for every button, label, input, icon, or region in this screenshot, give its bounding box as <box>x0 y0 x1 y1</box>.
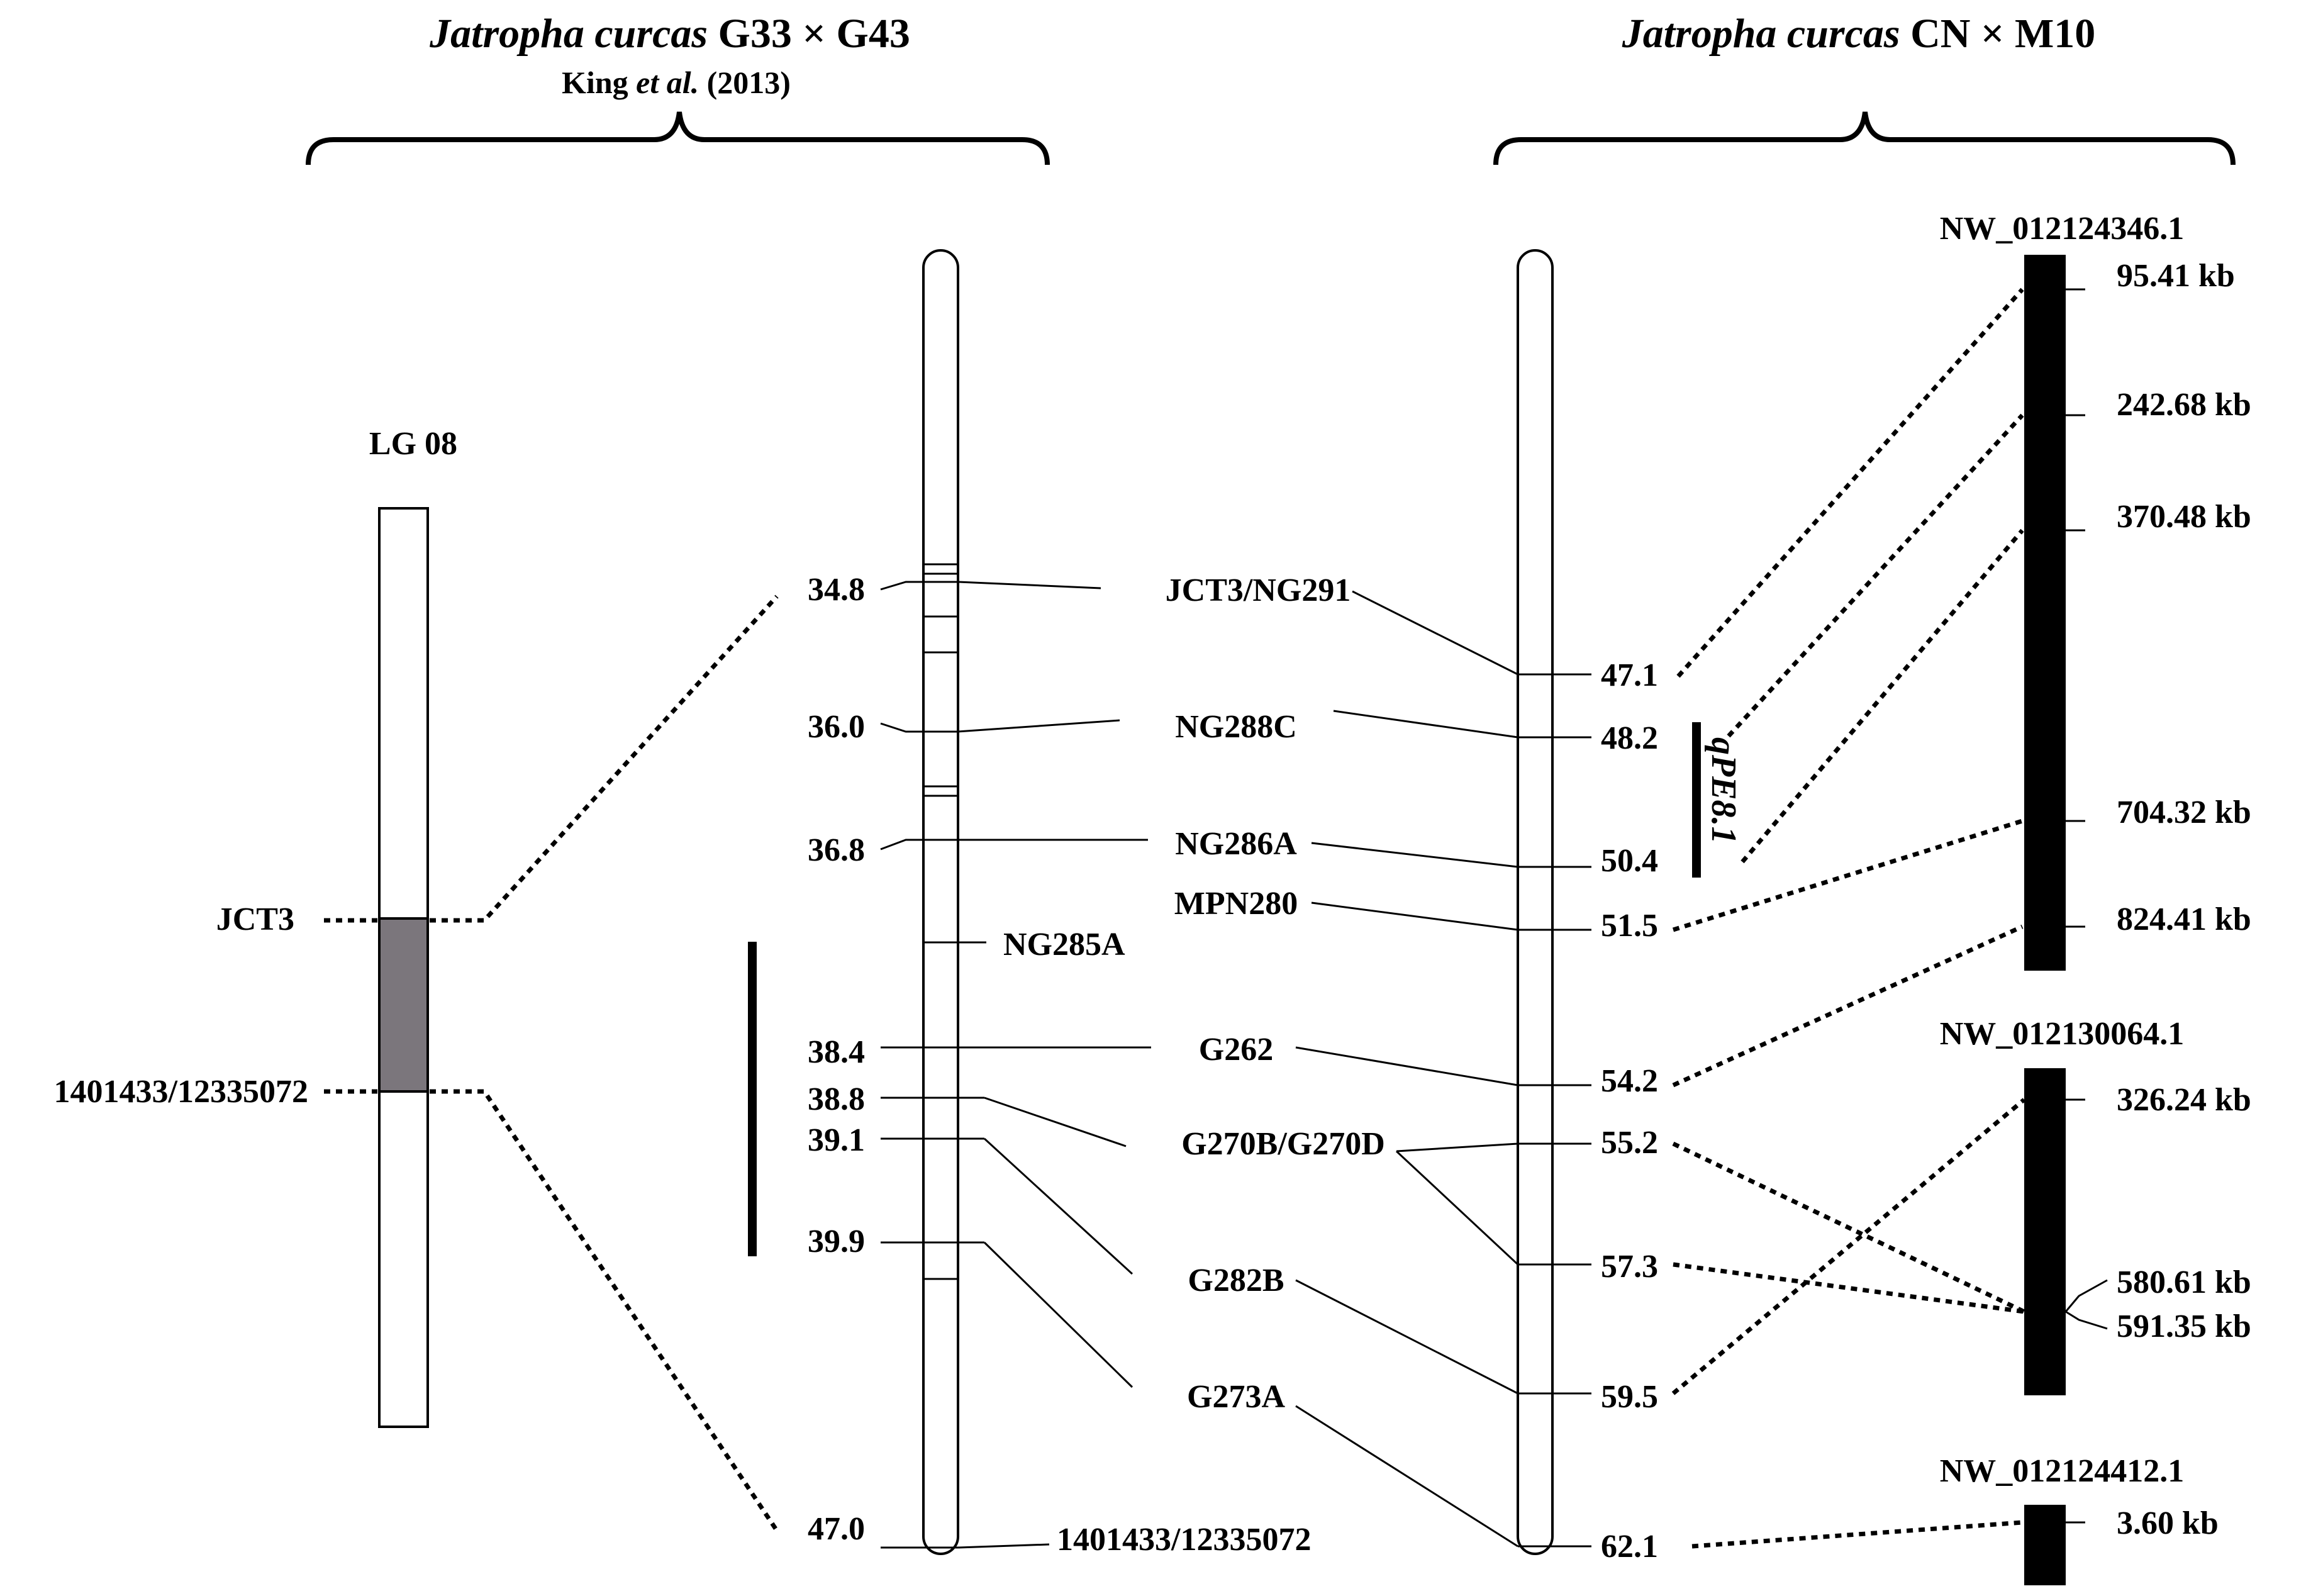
scaffold-1-pos-1: 95.41 kb <box>2117 258 2235 294</box>
cn-pos-55.2: 55.2 <box>1601 1125 1658 1161</box>
g33-pos-34.8: 34.8 <box>808 572 865 608</box>
lg08-to-47.0-dots <box>430 1089 779 1532</box>
left-brace <box>306 111 1050 165</box>
lg08-to-34.8-dots <box>430 594 779 923</box>
cn-pos-50.4: 50.4 <box>1601 843 1658 879</box>
lg08-marker-jct3: JCT3 <box>216 901 294 937</box>
scaffold-1-bar <box>2024 255 2066 971</box>
scaffold-2-pos-1: 326.24 kb <box>2117 1082 2251 1118</box>
scaffold-2-pos-3: 591.35 kb <box>2117 1309 2251 1344</box>
cn-qtl-label: qPE8.1 <box>1704 737 1743 844</box>
lg08-highlight-region <box>378 917 429 1093</box>
scaffold-3-pos-1: 3.60 kb <box>2117 1505 2219 1541</box>
g33-ticks <box>923 563 958 1280</box>
marker-ng285a: NG285A <box>1003 927 1125 963</box>
g33-pos-47.0: 47.0 <box>808 1511 865 1547</box>
scaffold-1-pos-4: 704.32 kb <box>2117 795 2251 830</box>
marker-1401433: 1401433/12335072 <box>1057 1522 1311 1558</box>
scaffold-1-pos-2: 242.68 kb <box>2117 387 2251 423</box>
cn-scaffold-connections <box>1671 287 2026 1549</box>
g33-pos-39.9: 39.9 <box>808 1224 865 1259</box>
scaffold-3-name: NW_012124412.1 <box>1940 1453 2185 1489</box>
scaffold-2-pos-2: 580.61 kb <box>2117 1264 2251 1300</box>
marker-g282b: G282B <box>1188 1263 1284 1298</box>
cn-pos-62.1: 62.1 <box>1601 1529 1658 1565</box>
scaffold-1-pos-3: 370.48 kb <box>2117 499 2251 535</box>
scaffold-1-pos-5: 824.41 kb <box>2117 901 2251 937</box>
left-map-reference: King et al. (2013) <box>562 65 791 100</box>
marker-g273a: G273A <box>1187 1379 1285 1415</box>
marker-g270b-g270d: G270B/G270D <box>1181 1126 1385 1162</box>
left-map-title: Jatropha curcas G33 × G43 <box>429 11 910 57</box>
cn-pos-48.2: 48.2 <box>1601 720 1658 756</box>
scaffold-1-name: NW_012124346.1 <box>1940 211 2185 247</box>
g33-pos-36.8: 36.8 <box>808 832 865 868</box>
cn-pos-47.1: 47.1 <box>1601 657 1658 693</box>
g33-chromosome <box>922 249 959 1555</box>
scaffold-1-ticks <box>2066 288 2085 928</box>
scaffold-2-ticks <box>2064 1098 2108 1330</box>
g33-pos-38.8: 38.8 <box>808 1081 865 1117</box>
g33-pos-38.4: 38.4 <box>808 1034 865 1070</box>
marker-ng288c: NG288C <box>1175 709 1297 745</box>
lg08-marker-1401433: 1401433/12335072 <box>54 1074 308 1110</box>
right-brace <box>1493 111 2236 165</box>
scaffold-3-bar <box>2024 1505 2066 1585</box>
marker-jct3-ng291: JCT3/NG291 <box>1166 572 1351 608</box>
marker-g262: G262 <box>1199 1032 1273 1068</box>
cn-pos-57.3: 57.3 <box>1601 1249 1658 1285</box>
right-map-title: Jatropha curcas CN × M10 <box>1622 11 2096 57</box>
cn-pos-54.2: 54.2 <box>1601 1063 1658 1099</box>
lg08-label: LG 08 <box>369 426 457 462</box>
cn-chromosome <box>1517 249 1554 1555</box>
cn-ticks <box>1518 673 1591 1548</box>
g33-pos-36.0: 36.0 <box>808 709 865 745</box>
cn-pos-59.5: 59.5 <box>1601 1379 1658 1415</box>
marker-ng286a: NG286A <box>1175 826 1297 862</box>
scaffold-2-bar <box>2024 1068 2066 1395</box>
scaffold-2-name: NW_012130064.1 <box>1940 1016 2185 1052</box>
g33-pos-39.1: 39.1 <box>808 1122 865 1158</box>
marker-connectors <box>957 581 1519 1549</box>
cn-pos-51.5: 51.5 <box>1601 908 1658 944</box>
marker-mpn280: MPN280 <box>1174 886 1298 922</box>
g33-position-leaders <box>880 581 958 1549</box>
